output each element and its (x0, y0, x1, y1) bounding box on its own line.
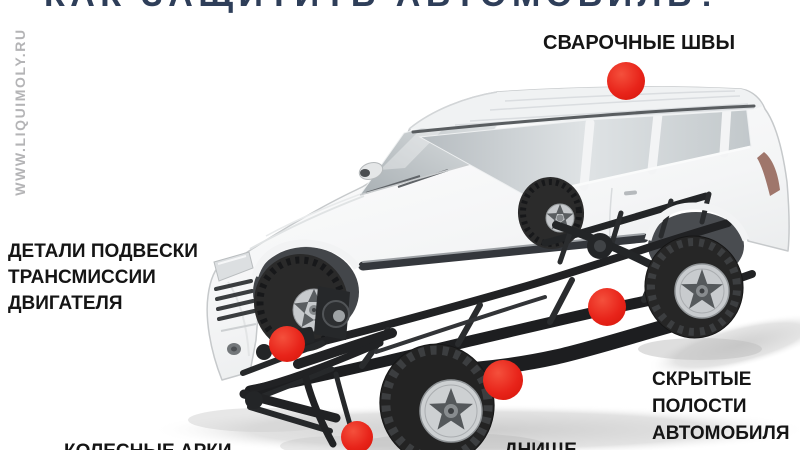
headlight (213, 251, 254, 282)
drive-shaft (374, 295, 547, 354)
hood-crease (249, 195, 365, 250)
label-suspension-line1: ДЕТАЛИ ПОДВЕСКИ (8, 241, 198, 262)
door-handle (624, 190, 637, 196)
label-weld-seams: СВАРОЧНЫЕ ШВЫ (543, 32, 736, 54)
page-title: КАК ЗАЩИТИТЬ АВТОМОБИЛЬ? (44, 0, 723, 14)
label-cavities-line3: АВТОМОБИЛЯ (652, 423, 790, 444)
stabilizer-bar (255, 366, 335, 401)
fender-arches (251, 202, 750, 278)
label-cavities-line1: СКРЫТЫЕ (652, 369, 752, 390)
control-arm (249, 339, 384, 393)
label-cavities-line2: ПОЛОСТИ (652, 396, 747, 417)
rear-right-wheel (644, 235, 744, 339)
tail-light (757, 152, 780, 196)
front-right-wheel (379, 343, 495, 450)
roof (409, 86, 763, 129)
label-underbody: ДНИЩЕ (504, 440, 577, 450)
label-wheel-arches: КОЛЕСНЫЕ АРКИ (64, 441, 232, 450)
car-body (206, 86, 790, 381)
roof-rail (411, 104, 756, 134)
label-hidden-cavities: СКРЫТЫЕ ПОЛОСТИ АВТОМОБИЛЯ (652, 366, 790, 447)
label-suspension-parts: ДЕТАЛИ ПОДВЕСКИ ТРАНСМИССИИ ДВИГАТЕЛЯ (8, 239, 198, 317)
watermark: WWW.LIQUIMOLY.RU (12, 28, 28, 196)
grille (214, 279, 256, 321)
label-suspension-line3: ДВИГАТЕЛЯ (8, 293, 123, 314)
label-suspension-line2: ТРАНСМИССИИ (8, 267, 156, 288)
